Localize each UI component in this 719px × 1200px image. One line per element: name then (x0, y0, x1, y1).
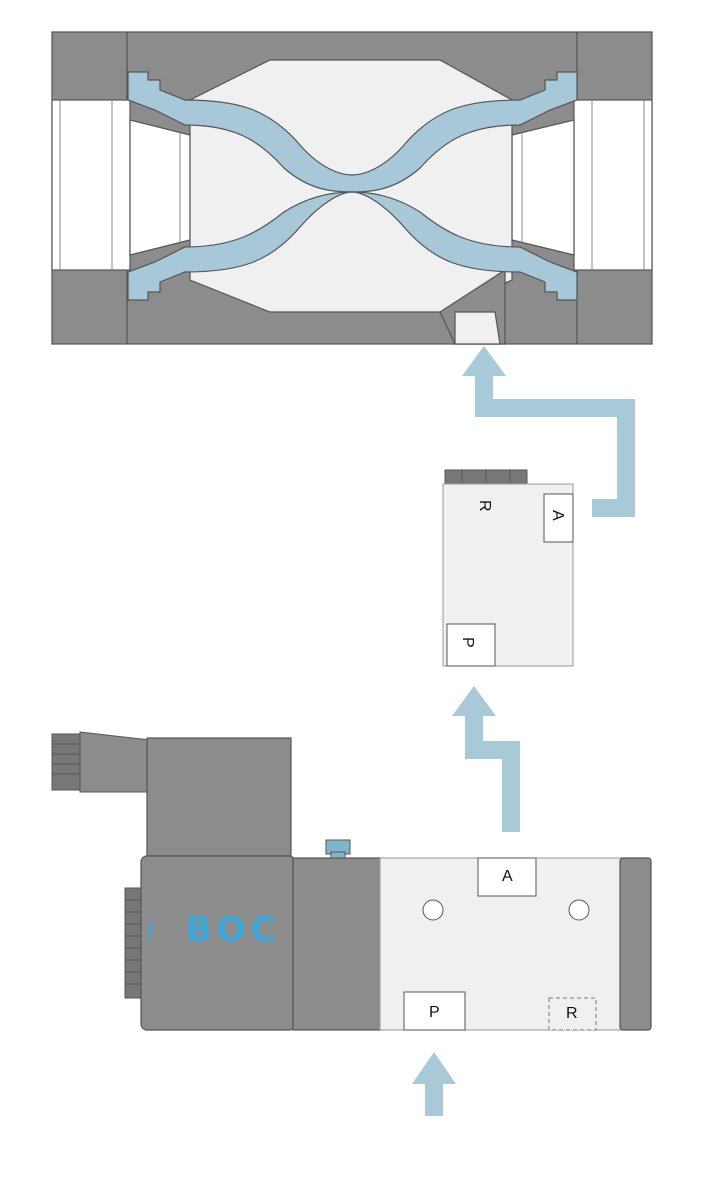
boc-logo-icon: ≀ (145, 913, 156, 948)
supply-arrow (412, 1052, 456, 1116)
valve-port-r-label: R (566, 1005, 578, 1022)
mounting-hole-left (422, 899, 444, 921)
lower-membrane (127, 191, 578, 301)
coil-connector-housing (146, 737, 292, 857)
coil-ribs (124, 887, 144, 999)
valve-port-a-label: A (502, 868, 513, 885)
valve-to-pilot-arrow (452, 686, 520, 832)
valve-end-cap (619, 857, 652, 1031)
valve-port-p-label: P (429, 1004, 440, 1021)
valve-port-p-box (403, 991, 466, 1031)
pilot-to-pinch-arrow (462, 346, 635, 517)
pinch-valve (51, 31, 653, 345)
solenoid-valve: ≀ BOC A P R (51, 731, 652, 1031)
connector-knob (51, 733, 81, 791)
mounting-hole-right (568, 899, 590, 921)
pilot-block: R A P (442, 469, 574, 667)
valve-port-r-box (548, 997, 597, 1031)
valve-port-a-box (477, 857, 537, 897)
pilot-port-a-box (543, 493, 574, 543)
brand-name: BOC (186, 910, 281, 950)
upper-membrane (127, 71, 578, 193)
left-bore (51, 99, 131, 271)
pilot-port-a-label: A (549, 510, 566, 521)
armature-tube (292, 857, 383, 1031)
pilot-port-r-label: R (476, 500, 493, 512)
right-bore (573, 99, 653, 271)
pilot-port-p-label: P (459, 637, 476, 648)
pilot-port-p-box (446, 623, 496, 667)
